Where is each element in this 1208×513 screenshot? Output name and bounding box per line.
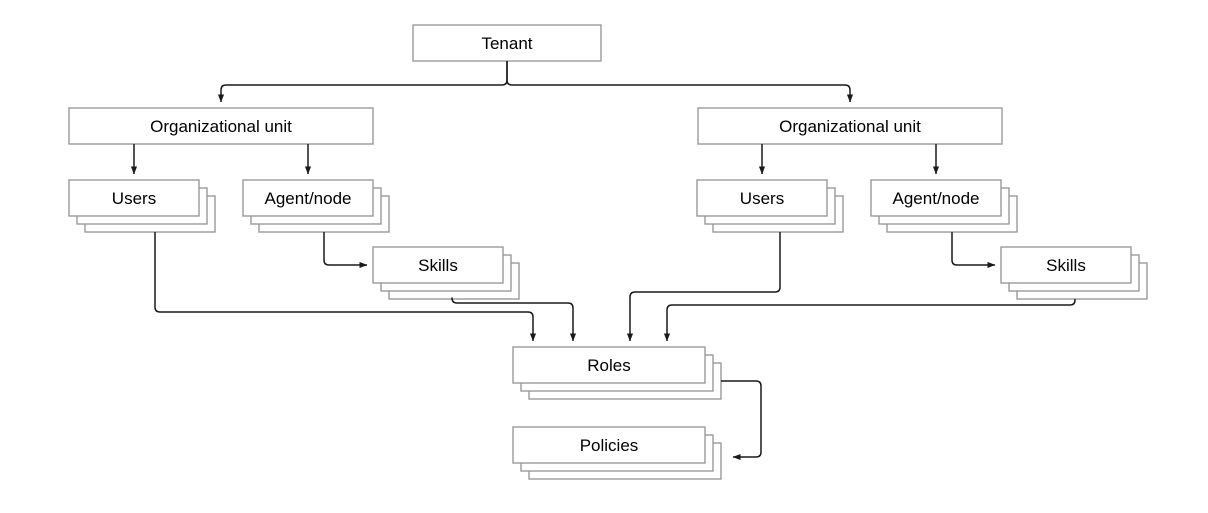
node-shape-agent-node-left[interactable]: [242, 179, 390, 233]
node-shape-agent-node-right[interactable]: [870, 179, 1018, 233]
edge-agent-node-left-to-skills-left: [323, 232, 368, 269]
edge-skills-right-to-roles: [663, 299, 1076, 342]
node-shape-tenant[interactable]: [412, 24, 602, 62]
node-shape-roles[interactable]: [512, 346, 722, 400]
node-shapes: [68, 24, 1148, 480]
edge-skills-left-to-roles: [451, 297, 577, 342]
edge-tenant-to-org-unit-left: [217, 61, 508, 103]
node-shape-skills-left[interactable]: [372, 246, 520, 300]
edge-users-left-to-roles: [154, 232, 537, 342]
connectors: [130, 61, 1076, 461]
node-shape-org-unit-right[interactable]: [697, 107, 1003, 145]
edge-agent-node-right-to-skills-right: [951, 232, 996, 269]
node-shape-skills-right[interactable]: [1000, 246, 1148, 300]
edge-tenant-to-org-unit-right: [506, 61, 854, 103]
node-shape-policies[interactable]: [512, 426, 722, 480]
edge-roles-to-policies: [721, 380, 762, 461]
node-shape-users-left[interactable]: [68, 179, 216, 233]
node-shape-org-unit-left[interactable]: [68, 107, 374, 145]
node-shape-users-right[interactable]: [696, 179, 844, 233]
edge-users-right-to-roles: [626, 232, 781, 342]
